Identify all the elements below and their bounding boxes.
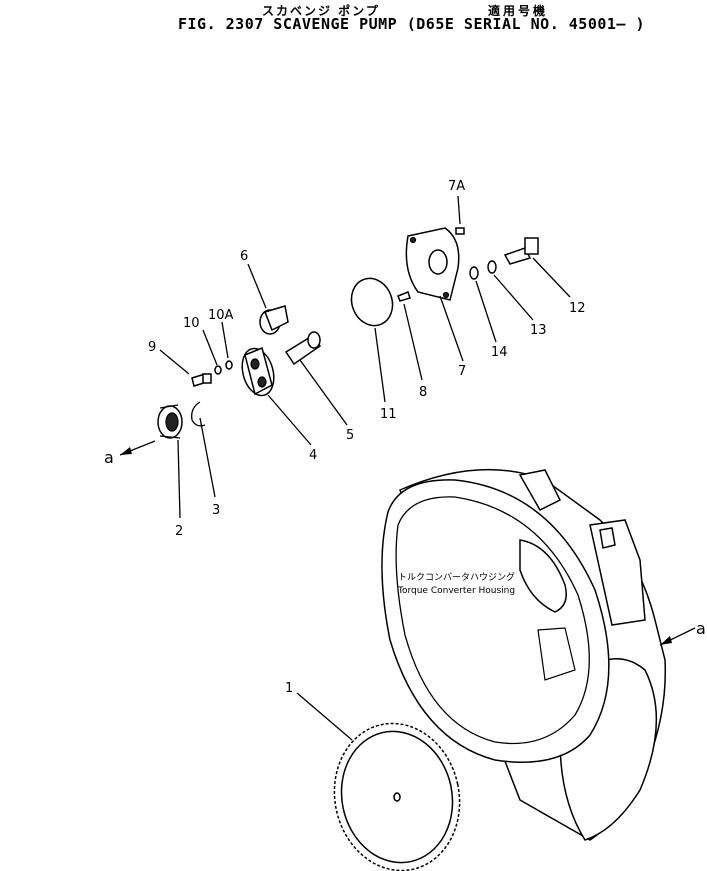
part-7-pump-cover bbox=[405, 227, 460, 301]
part-7a-plug bbox=[455, 227, 465, 235]
part-1-gear bbox=[333, 722, 461, 871]
part-14-washer bbox=[469, 266, 479, 280]
part-10-washer bbox=[214, 365, 222, 375]
label-part-2: 2 bbox=[175, 524, 183, 539]
label-part-6: 6 bbox=[240, 249, 248, 264]
label-part-1: 1 bbox=[285, 681, 293, 696]
part-12-bolt bbox=[503, 237, 539, 265]
part-6-driven-gear bbox=[259, 305, 289, 335]
label-part-12: 12 bbox=[569, 301, 586, 316]
label-part-9: 9 bbox=[148, 340, 156, 355]
label-part-7a: 7A bbox=[448, 179, 465, 194]
label-part-8: 8 bbox=[419, 385, 427, 400]
japanese-applicable-serial-label: 適用号機 bbox=[488, 4, 549, 18]
label-part-3: 3 bbox=[212, 503, 220, 518]
label-part-13: 13 bbox=[530, 323, 547, 338]
label-part-14: 14 bbox=[491, 345, 508, 360]
japanese-title: スカベンジ ポンプ bbox=[262, 4, 380, 18]
label-part-11: 11 bbox=[380, 407, 397, 422]
part-2-bearing bbox=[157, 404, 183, 439]
torque-converter-housing: トルクコンバータハウジング Torque Converter Housing bbox=[381, 468, 667, 841]
housing-label-jp: トルクコンバータハウジング bbox=[398, 571, 515, 583]
svg-text:a: a bbox=[696, 619, 706, 638]
housing-label-en: Torque Converter Housing bbox=[397, 586, 515, 596]
leader-lines bbox=[159, 195, 571, 741]
label-part-5: 5 bbox=[346, 428, 354, 443]
part-5-drive-gear bbox=[284, 331, 322, 366]
label-part-7: 7 bbox=[458, 364, 466, 379]
label-part-4: 4 bbox=[309, 448, 317, 463]
part-number-labels: 1 2 3 4 5 6 7 7A 8 9 10 10A 11 12 13 14 bbox=[148, 179, 586, 696]
figure-title: FIG. 2307 SCAVENGE PUMP (D65E SERIAL NO.… bbox=[178, 15, 646, 33]
part-3-snap-ring bbox=[191, 401, 206, 427]
svg-text:a: a bbox=[104, 448, 114, 467]
part-9-bolt bbox=[191, 373, 212, 387]
label-part-10a: 10A bbox=[208, 308, 234, 323]
arrow-right-a: a bbox=[659, 619, 706, 646]
label-part-10: 10 bbox=[183, 316, 200, 331]
part-8-pin bbox=[397, 291, 411, 302]
part-10a-washer bbox=[225, 360, 233, 370]
part-11-o-ring bbox=[350, 277, 394, 327]
part-4-pump-body bbox=[241, 346, 275, 397]
arrow-left-a: a bbox=[104, 440, 156, 467]
part-13-lock-washer bbox=[487, 260, 497, 274]
